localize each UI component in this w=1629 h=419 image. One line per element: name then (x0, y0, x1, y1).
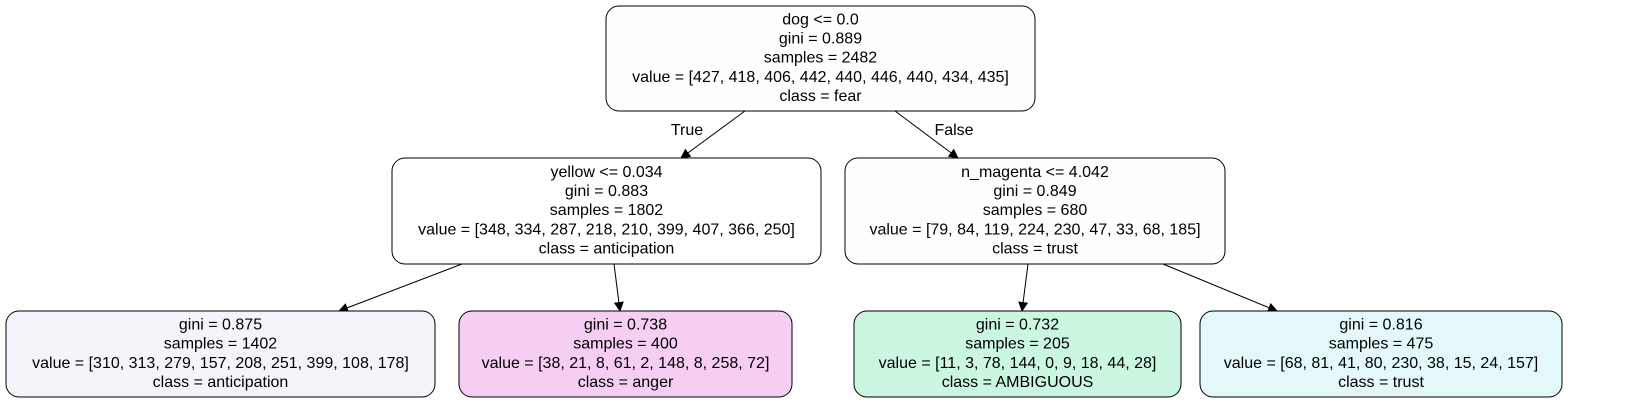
tree-node-left: yellow <= 0.034 gini = 0.883 samples = 180… (391, 157, 822, 265)
node-text-line: yellow <= 0.034 (550, 164, 662, 181)
node-text-line: class = anger (578, 374, 674, 391)
edge-arrow-left-to-left-right (613, 263, 624, 312)
edge-arrow-left-to-left-left (338, 263, 463, 313)
edge-arrow-right-to-right-left (1018, 263, 1029, 312)
tree-node-right: n_magenta <= 4.042 gini = 0.849 samples = … (844, 157, 1226, 265)
node-text-line: value = [11, 3, 78, 144, 0, 9, 18, 44, 2… (879, 355, 1157, 372)
nodes-layer: dog <= 0.0 gini = 0.889 samples = 2482 valu… (5, 5, 1563, 398)
node-text-line: class = anticipation (153, 374, 289, 391)
node-text-line: gini = 0.875 (179, 316, 262, 333)
node-text-line: samples = 680 (983, 202, 1088, 219)
node-box (1199, 310, 1563, 398)
node-text-line: samples = 1402 (164, 336, 278, 353)
tree-node-left-left: gini = 0.875 samples = 1402 value = [310, … (5, 310, 436, 398)
node-text-line: samples = 1802 (550, 202, 664, 219)
node-text-line: value = [79, 84, 119, 224, 230, 47, 33, … (869, 221, 1200, 238)
node-text-line: value = [68, 81, 41, 80, 230, 38, 15, 24… (1224, 355, 1538, 372)
node-box (844, 157, 1226, 265)
node-text-line: value = [310, 313, 279, 157, 208, 251, 3… (32, 355, 409, 372)
node-text-line: samples = 475 (1329, 336, 1434, 353)
node-text-line: gini = 0.849 (993, 183, 1076, 200)
node-box (458, 310, 793, 398)
tree-node-right-right: gini = 0.816 samples = 475 value = [68, 81… (1199, 310, 1563, 398)
node-text-line: value = [427, 418, 406, 442, 440, 446, 4… (632, 69, 1009, 86)
node-text-line: class = anticipation (539, 241, 675, 258)
edge-label-true: True (671, 122, 703, 139)
node-box (5, 310, 436, 398)
node-box (853, 310, 1182, 398)
node-text-line: samples = 2482 (764, 50, 878, 67)
node-text-line: dog <= 0.0 (782, 11, 859, 28)
node-text-line: class = AMBIGUOUS (942, 374, 1094, 391)
node-text-line: value = [348, 334, 287, 218, 210, 399, 4… (418, 221, 795, 238)
node-text-line: class = trust (992, 241, 1078, 258)
tree-node-right-left: gini = 0.732 samples = 205 value = [11, 3,… (853, 310, 1182, 398)
node-text-line: gini = 0.816 (1339, 316, 1422, 333)
node-text-line: gini = 0.738 (584, 316, 667, 333)
tree-node-root: dog <= 0.0 gini = 0.889 samples = 2482 valu… (605, 5, 1036, 112)
tree-node-left-right: gini = 0.738 samples = 400 value = [38, 21… (458, 310, 793, 398)
node-text-line: gini = 0.883 (565, 183, 648, 200)
node-text-line: value = [38, 21, 8, 61, 2, 148, 8, 258, … (482, 355, 770, 372)
node-box (391, 157, 822, 265)
node-text-line: gini = 0.732 (976, 316, 1059, 333)
node-text-line: gini = 0.889 (779, 31, 862, 48)
node-text-line: class = fear (779, 88, 862, 105)
edge-arrow-right-to-right-right (1162, 263, 1278, 313)
edges-layer: True False (338, 110, 1278, 313)
edge-arrow-root-to-right (894, 110, 959, 159)
node-text-line: n_magenta <= 4.042 (961, 164, 1109, 181)
edge-arrow-root-to-left (680, 110, 746, 159)
node-text-line: class = trust (1338, 374, 1424, 391)
node-text-line: samples = 205 (965, 336, 1070, 353)
node-text-line: samples = 400 (573, 336, 678, 353)
edge-label-false: False (934, 122, 973, 139)
node-box (605, 5, 1036, 112)
